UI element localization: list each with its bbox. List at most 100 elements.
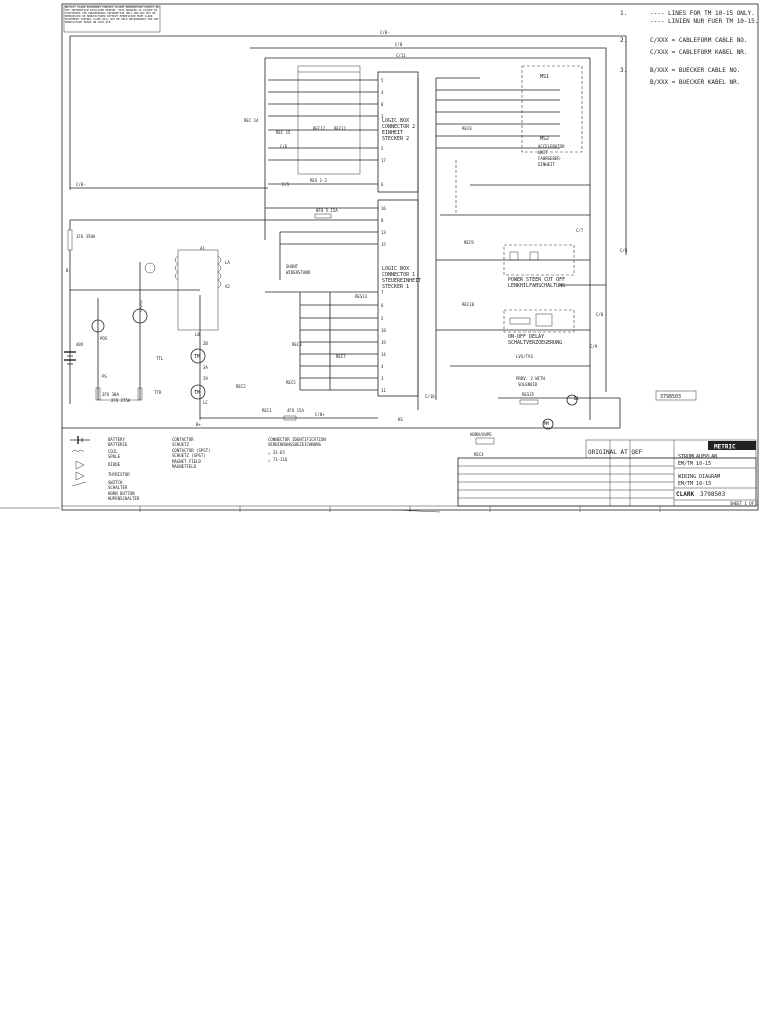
svg-text:CONNECTOR IDENTIFICATION: CONNECTOR IDENTIFICATION: [268, 437, 326, 442]
motor-field-area: TM TM A1 LA A2 LB 2B 3A 29 LC: [91, 246, 230, 405]
svg-text:LC: LC: [203, 400, 208, 405]
svg-text:MAGNETFELD: MAGNETFELD: [172, 464, 197, 469]
svg-text:14: 14: [381, 352, 386, 357]
svg-text:CONNECTOR 1: CONNECTOR 1: [382, 272, 415, 278]
svg-text:BATTERY: BATTERY: [108, 437, 125, 442]
svg-text:2FU 275A: 2FU 275A: [111, 398, 131, 403]
title-block: ORIGINAL AT QEF METRIC STROMLAUFPLAN EM/…: [457, 439, 759, 507]
grid-ticks: [139, 506, 661, 512]
svg-text:STROMLAUFPLAN: STROMLAUFPLAN: [678, 454, 717, 460]
svg-text:CONTACTOR (SPST): CONTACTOR (SPST): [172, 448, 211, 453]
logic-box-2: LOGIC BOX CONNECTOR 2 EINHEIT STECKER 2: [377, 71, 419, 193]
svg-text:17: 17: [381, 158, 386, 163]
svg-text:C/8-: C/8-: [380, 30, 390, 35]
svg-text:16: 16: [381, 206, 386, 211]
note-3-num: 3.: [620, 67, 627, 74]
original-stamp: ORIGINAL AT QEF: [588, 449, 643, 456]
svg-text:RES 1-2: RES 1-2: [310, 178, 327, 183]
svg-text:B+: B+: [196, 422, 201, 427]
svg-text:CONTACTOR: CONTACTOR: [172, 437, 194, 442]
svg-text:2B: 2B: [203, 341, 208, 346]
svg-text:SWITCH: SWITCH: [108, 480, 123, 485]
svg-text:19: 19: [381, 340, 386, 345]
accelerator-unit: MS1 MS2 ACCELERATOR UNIT FAHRGEBER- EINH…: [521, 65, 583, 167]
svg-text:SCHALTVERZOEGERUNG: SCHALTVERZOEGERUNG: [508, 340, 562, 346]
svg-text:REC10: REC10: [462, 302, 475, 307]
svg-text:2: 2: [381, 146, 384, 151]
brand-label: METRIC: [714, 444, 736, 451]
svg-text:18: 18: [381, 328, 386, 333]
svg-text:MS2: MS2: [540, 136, 549, 142]
drawing-number: 3798503: [700, 491, 726, 498]
svg-text:ON-OFF DELAY: ON-OFF DELAY: [508, 334, 544, 340]
svg-text:B-: B-: [66, 268, 71, 273]
svg-text:C/10: C/10: [425, 394, 435, 399]
svg-text:BATTERIE: BATTERIE: [108, 442, 128, 447]
svg-text:SHEET 1 OF 1: SHEET 1 OF 1: [730, 501, 759, 506]
svg-text:△ 71-116: △ 71-116: [268, 457, 288, 462]
svg-text:LVS/TVS: LVS/TVS: [516, 354, 533, 359]
svg-text:29: 29: [203, 376, 208, 381]
svg-text:SPULE: SPULE: [108, 454, 121, 459]
svg-text:REC9: REC9: [464, 240, 474, 245]
svg-text:REC3: REC3: [292, 342, 302, 347]
svg-text:SCHALTER: SCHALTER: [108, 485, 128, 490]
svg-text:WIRING DIAGRAM: WIRING DIAGRAM: [678, 474, 720, 480]
svg-text:LB: LB: [195, 332, 200, 337]
svg-text:15: 15: [381, 242, 386, 247]
svg-text:SOLENOID: SOLENOID: [518, 382, 538, 387]
svg-text:SHUNT: SHUNT: [286, 264, 299, 269]
svg-text:C/8: C/8: [395, 42, 403, 47]
svg-text:3: 3: [381, 114, 384, 119]
svg-text:1FU 350A: 1FU 350A: [76, 234, 96, 239]
company-logo: CLARK: [676, 491, 694, 498]
svg-text:ACCELERATOR: ACCELERATOR: [538, 144, 565, 149]
note-3-line1: B/XXX = BUECKER CABLE NO.: [650, 67, 740, 74]
symbol-legend: BATTERY BATTERIE COIL SPULE DIODE THYRIS…: [70, 436, 326, 501]
svg-text:C/11: C/11: [396, 53, 406, 58]
svg-text:3FU 30A: 3FU 30A: [102, 392, 119, 397]
svg-text:7: 7: [381, 290, 384, 295]
terminal-numbers: 5 4 8 3 2 17 6 16 8 13 15 7 6 2 18 19 14…: [381, 78, 386, 393]
traction-motor-symbol: [190, 348, 206, 364]
svg-text:8: 8: [381, 218, 384, 223]
svg-text:SCHUETZ (SPST): SCHUETZ (SPST): [172, 453, 206, 458]
svg-text:REC12: REC12: [313, 126, 326, 131]
svg-text:4FU 15A: 4FU 15A: [287, 408, 304, 413]
note-2-line1: C/XXX = CABLEFORM CABLE NO.: [650, 37, 748, 44]
svg-text:TTR: TTR: [154, 390, 162, 395]
svg-text:RES13: RES13: [355, 294, 368, 299]
svg-text:C/9: C/9: [590, 344, 598, 349]
svg-text:48V: 48V: [76, 342, 84, 347]
legend-notes: 1. ---- LINES FOR TM 10-15 ONLY. ---- LI…: [620, 10, 758, 86]
svg-text:UNIT: UNIT: [538, 150, 548, 155]
svg-text:EM/TM 10-15: EM/TM 10-15: [678, 461, 711, 467]
svg-text:HORN BUTTON: HORN BUTTON: [108, 491, 135, 496]
svg-text:VERBINDUNGSBEZEICHNUNG: VERBINDUNGSBEZEICHNUNG: [268, 442, 322, 447]
svg-text:SCHUETZ: SCHUETZ: [172, 442, 189, 447]
svg-text:COIL: COIL: [108, 449, 118, 454]
svg-text:C/5: C/5: [282, 182, 290, 187]
svg-text:RES35: RES35: [522, 392, 535, 397]
main-wiring: C/8- C/8 C/11 C/8-: [62, 30, 627, 429]
svg-text:C/8: C/8: [596, 312, 604, 317]
svg-text:LA: LA: [225, 260, 230, 265]
svg-text:CONNECTOR 2: CONNECTOR 2: [382, 124, 415, 130]
battery-symbol: 48V: [64, 342, 84, 365]
svg-text:6: 6: [381, 303, 384, 308]
fuses: 1FU 350A 8FU 5.15A 3FU 30A 2FU 275A 4FU …: [67, 208, 338, 421]
svg-text:POWER STEER CUT OFF: POWER STEER CUT OFF: [508, 277, 565, 283]
svg-text:HUPENSCHALTER: HUPENSCHALTER: [108, 496, 140, 501]
svg-text:2: 2: [381, 316, 384, 321]
svg-text:STEUEREINHEIT: STEUEREINHEIT: [382, 278, 421, 284]
svg-text:STECKER 2: STECKER 2: [382, 136, 409, 142]
svg-text:4: 4: [381, 364, 384, 369]
svg-text:LENKHILFABSCHALTUNG: LENKHILFABSCHALTUNG: [508, 283, 565, 289]
note-1-line1: ---- LINES FOR TM 10-15 ONLY.: [650, 10, 755, 17]
svg-text:TM: TM: [194, 354, 200, 360]
svg-text:4: 4: [381, 90, 384, 95]
power-steer-cutoff: POWER STEER CUT OFF LENKHILFABSCHALTUNG: [503, 244, 575, 289]
svg-text:A2: A2: [225, 284, 230, 289]
note-3-line2: B/XXX = BUECKER KABEL NR.: [650, 79, 740, 86]
ref-number: 3798503: [660, 394, 681, 400]
